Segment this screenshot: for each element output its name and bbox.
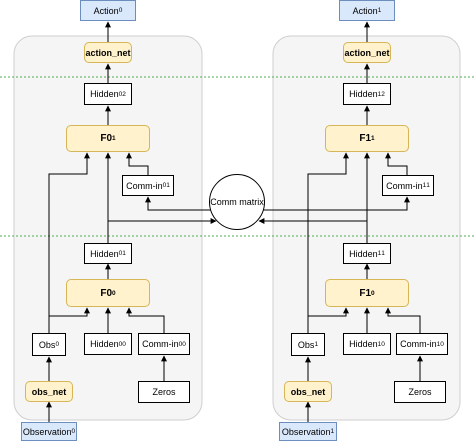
agent-1-zeros: Zeros	[394, 381, 446, 403]
agent-1-obs-net: obs_net	[284, 381, 332, 402]
comm-matrix: Comm matrix	[209, 174, 265, 230]
agent-0-zeros: Zeros	[138, 381, 190, 403]
agent-0-obs-net: obs_net	[25, 381, 73, 402]
agent-1-action-net: action_net	[343, 42, 391, 63]
arrows	[46, 21, 423, 422]
agent-0-action-net: action_net	[84, 42, 132, 63]
